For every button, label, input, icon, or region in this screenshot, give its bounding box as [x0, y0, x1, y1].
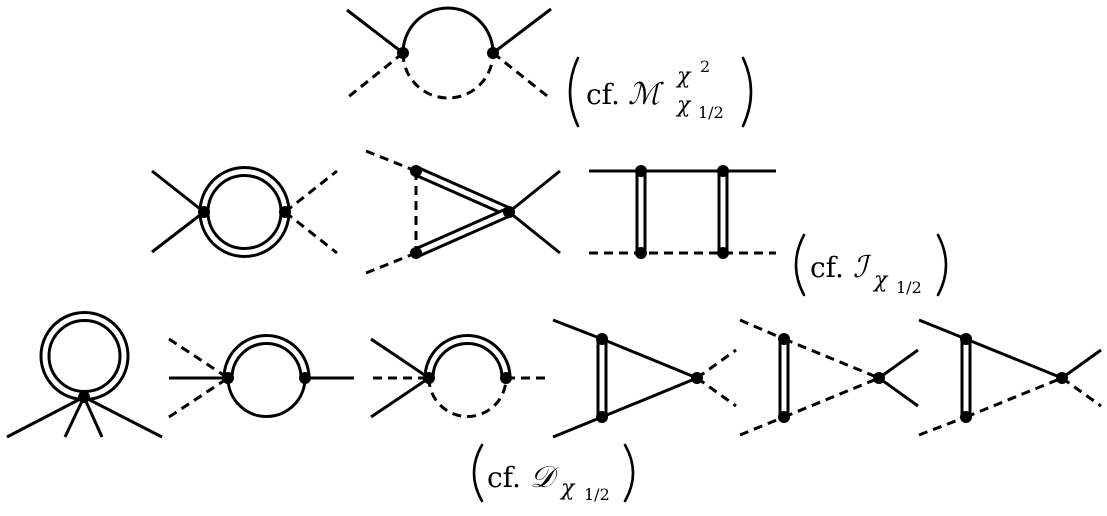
label-top-sup-base: χ	[675, 64, 692, 89]
diagram-bottom-bubble-2	[168, 334, 354, 419]
label-middle-symbol: ℐ	[853, 250, 872, 285]
diagram-bottom-bubble-3	[370, 334, 551, 419]
label-bottom-symbol: 𝒟	[530, 460, 559, 495]
label-middle-prefix: cf.	[810, 251, 844, 284]
diagram-middle-box	[589, 165, 776, 259]
diagram-middle-double-bubble	[151, 166, 338, 258]
label-middle-sub-idx: 1/2	[896, 278, 922, 297]
diagram-bottom-triangle-4	[552, 318, 737, 439]
label-top-sup-exp: 2	[700, 57, 710, 76]
diagram-top-bubble	[346, 6, 552, 101]
label-bottom-prefix: cf.	[487, 461, 521, 494]
label-top: cf. ℳ χ 2 χ 1/2	[568, 56, 753, 128]
diagram-middle-triangle	[365, 149, 561, 275]
label-bottom-sub-idx: 1/2	[584, 485, 610, 504]
diagram-bottom-triangle-5	[739, 318, 919, 437]
diagram-bottom-triangle-6	[918, 318, 1102, 437]
diagram-bottom-tadpole	[6, 311, 163, 439]
label-top-prefix: cf.	[586, 78, 620, 111]
label-middle-sub-base: χ	[872, 268, 889, 293]
label-bottom: cf. 𝒟 χ 1/2	[472, 443, 635, 504]
label-top-symbol: ℳ	[628, 77, 664, 112]
label-bottom-sub-base: χ	[559, 476, 576, 501]
label-middle: cf. ℐ χ 1/2	[794, 233, 948, 297]
label-top-sub-idx: 1/2	[698, 103, 724, 122]
label-top-sub-base: χ	[675, 93, 692, 118]
